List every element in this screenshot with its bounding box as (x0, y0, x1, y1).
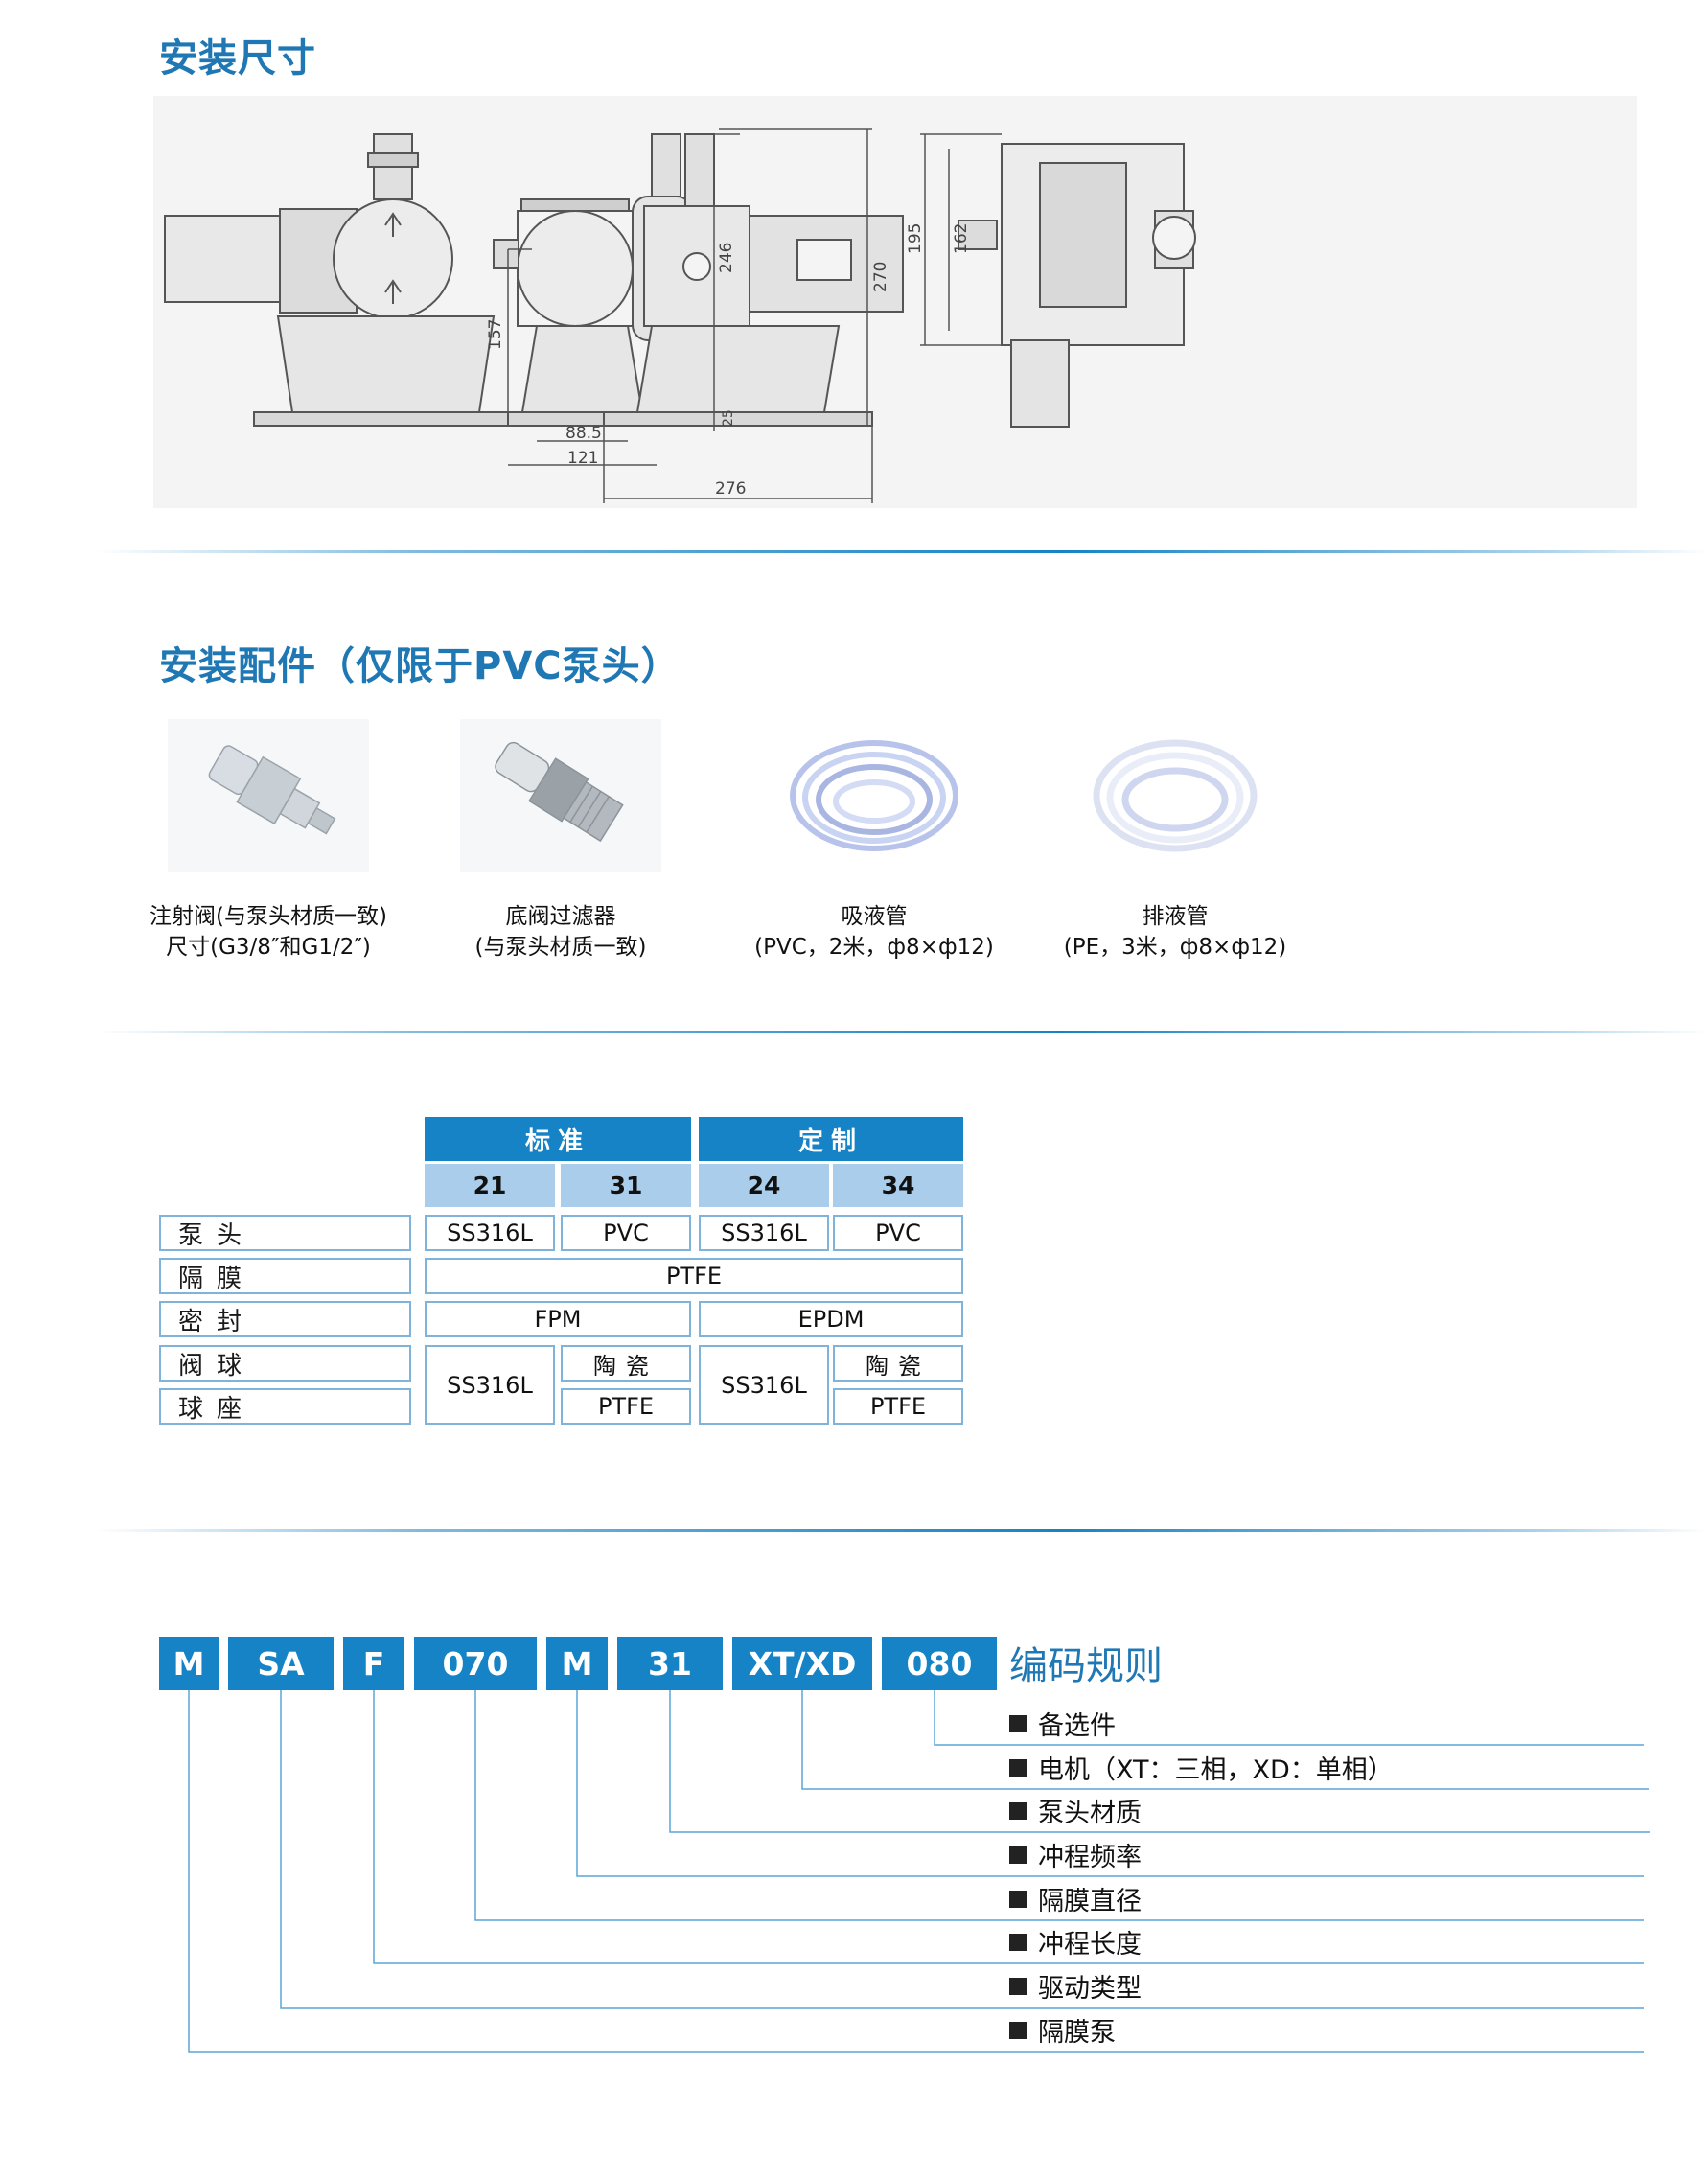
accessory-name: 注射阀(与泵头材质一致) (150, 904, 387, 929)
row-label-diaphragm: 隔膜 (159, 1258, 411, 1294)
row-label-seal: 密封 (159, 1301, 411, 1337)
accessory-injection-valve: 注射阀(与泵头材质一致) 尺寸(G3/8″和G1/2″) (125, 719, 412, 963)
code-24: 24 (699, 1161, 829, 1207)
legend-label: 隔膜泵 (1038, 2018, 1116, 2048)
discharge-tube-image (1074, 719, 1276, 872)
legend-label: 隔膜直径 (1038, 1887, 1142, 1916)
legend-label: 泵头材质 (1038, 1799, 1142, 1828)
code-box-m: M (159, 1637, 219, 1690)
code-box-31: 31 (617, 1637, 723, 1690)
code-box-f: F (343, 1637, 404, 1690)
dim-157: 157 (486, 319, 505, 350)
header-standard: 标准 (425, 1117, 691, 1161)
legend-drive-type: 驱动类型 (1009, 1967, 1142, 2005)
accessory-suction-tube: 吸液管 (PVC，2米，ф8×ф12) (730, 719, 1018, 963)
bullet-square-icon (1009, 1890, 1027, 1908)
code-box-sa: SA (228, 1637, 334, 1690)
dim-162: 162 (952, 223, 971, 254)
install-size-title: 安装尺寸 (159, 36, 316, 81)
section-divider (96, 1529, 1708, 1532)
accessory-name: 排液管 (1142, 904, 1209, 929)
front-view-drawing (164, 133, 521, 427)
cell-pump-head-34: PVC (833, 1215, 963, 1251)
accessory-spec: (PE，3米，ф8×ф12) (1063, 935, 1287, 960)
section-divider (96, 550, 1708, 553)
legend-optional-parts: 备选件 (1009, 1705, 1116, 1742)
dim-246: 246 (717, 243, 736, 273)
code-34: 34 (833, 1161, 963, 1207)
cell-ball-seat-metal-standard: SS316L (425, 1345, 555, 1425)
code-box-080: 080 (882, 1637, 997, 1690)
dimension-drawings: 246 157 25 88.5 121 270 276 195 162 (153, 96, 1637, 508)
section-divider (96, 1031, 1708, 1033)
cell-seal-custom: EPDM (699, 1301, 963, 1337)
accessories-title: 安装配件（仅限于PVC泵头） (159, 644, 681, 688)
cell-ball-seat-metal-custom: SS316L (699, 1345, 829, 1425)
code-31: 31 (561, 1161, 691, 1207)
legend-label: 冲程频率 (1038, 1843, 1142, 1872)
cell-diaphragm: PTFE (425, 1258, 963, 1294)
legend-stroke-frequency: 冲程频率 (1009, 1836, 1142, 1873)
accessory-discharge-tube: 排液管 (PE，3米，ф8×ф12) (1031, 719, 1319, 963)
legend-label: 冲程长度 (1038, 1930, 1142, 1960)
dim-195: 195 (906, 223, 925, 254)
row-label-pump-head: 泵头 (159, 1215, 411, 1251)
dim-121: 121 (567, 449, 598, 468)
cell-pump-head-31: PVC (561, 1215, 691, 1251)
row-label-valve-ball: 阀球 (159, 1345, 411, 1382)
accessory-foot-valve: 底阀过滤器 (与泵头材质一致) (417, 719, 704, 963)
legend-stroke-length: 冲程长度 (1009, 1923, 1142, 1961)
foot-valve-image (460, 719, 661, 872)
accessory-name: 底阀过滤器 (505, 904, 616, 929)
bullet-square-icon (1009, 1933, 1027, 1951)
injection-valve-image (168, 719, 369, 872)
legend-label: 电机（XT：三相，XD：单相） (1038, 1755, 1394, 1785)
dim-88-5: 88.5 (565, 424, 602, 443)
bullet-square-icon (1009, 1714, 1027, 1732)
legend-diaphragm-pump: 隔膜泵 (1009, 2011, 1116, 2049)
dimension-drawings-svg: 246 157 25 88.5 121 270 276 195 162 (164, 128, 1196, 503)
cell-seal-standard: FPM (425, 1301, 691, 1337)
dim-270: 270 (871, 262, 890, 292)
bullet-square-icon (1009, 1758, 1027, 1777)
legend-pump-head-material: 泵头材质 (1009, 1792, 1142, 1829)
bullet-square-icon (1009, 1801, 1027, 1820)
coding-rule-title: 编码规则 (1009, 1644, 1163, 1688)
legend-label: 驱动类型 (1038, 1974, 1142, 2004)
header-custom: 定制 (699, 1117, 963, 1161)
rear-view-drawing (603, 133, 904, 427)
bullet-square-icon (1009, 1846, 1027, 1864)
code-box-070: 070 (414, 1637, 537, 1690)
suction-tube-image (773, 719, 975, 872)
cell-seat-ptfe-standard: PTFE (561, 1388, 691, 1425)
code-21: 21 (425, 1161, 555, 1207)
accessory-name: 吸液管 (841, 904, 908, 929)
dim-276: 276 (715, 479, 746, 499)
legend-motor: 电机（XT：三相，XD：单相） (1009, 1749, 1394, 1786)
dim-25: 25 (721, 409, 736, 427)
cell-pump-head-21: SS316L (425, 1215, 555, 1251)
legend-diaphragm-diameter: 隔膜直径 (1009, 1880, 1142, 1917)
cell-seat-ptfe-custom: PTFE (833, 1388, 963, 1425)
accessory-spec: (与泵头材质一致) (474, 935, 647, 960)
code-box-m2: M (546, 1637, 608, 1690)
accessory-spec: 尺寸(G3/8″和G1/2″) (166, 935, 371, 960)
bullet-square-icon (1009, 2021, 1027, 2039)
accessory-spec: (PVC，2米，ф8×ф12) (754, 935, 994, 960)
row-label-ball-seat: 球座 (159, 1388, 411, 1425)
bullet-square-icon (1009, 1977, 1027, 1995)
code-box-xt-xd: XT/XD (732, 1637, 872, 1690)
cell-ball-ceramic-standard: 陶瓷 (561, 1345, 691, 1382)
cell-ball-ceramic-custom: 陶瓷 (833, 1345, 963, 1382)
top-view-drawing (958, 143, 1196, 428)
cell-pump-head-24: SS316L (699, 1215, 829, 1251)
legend-label: 备选件 (1038, 1711, 1116, 1741)
